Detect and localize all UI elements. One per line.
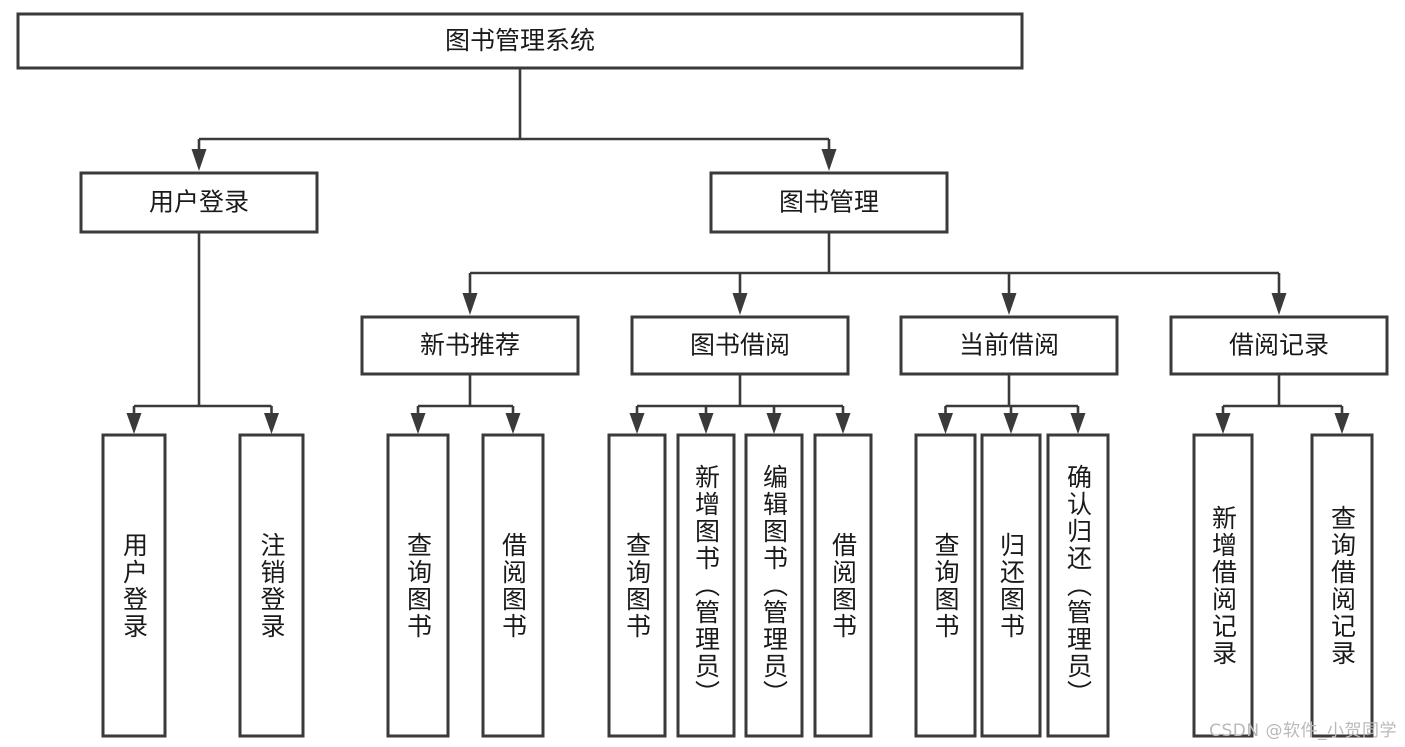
node-leaf-label-11: 新增借阅记录 [1208, 504, 1238, 667]
node-leaf-确认归还（管理员）-10[interactable] [1046, 433, 1110, 738]
node-level2-label-1: 图书管理 [779, 188, 879, 217]
node-leaf-label-4: 查询图书 [622, 531, 652, 640]
node-leaf-查询图书-2[interactable] [386, 433, 450, 738]
node-leaf-label-8: 查询图书 [931, 531, 960, 640]
node-leaf-新增借阅记录-11[interactable] [1192, 433, 1254, 738]
arrow-head-icon [264, 413, 279, 434]
node-level3-新书推荐[interactable] [360, 315, 580, 376]
node-leaf-label-2: 查询图书 [403, 531, 433, 640]
node-leaf-label-6: 编辑图书（管理员） [759, 464, 789, 707]
arrow-head-icon [698, 413, 714, 434]
node-leaf-借阅图书-7[interactable] [813, 433, 873, 738]
node-level2-图书管理[interactable] [709, 171, 949, 234]
arrow-head-icon [126, 413, 142, 434]
node-leaf-用户登录-0[interactable] [101, 433, 167, 738]
node-level3-借阅记录[interactable] [1169, 315, 1389, 376]
node-level3-label-1: 图书借阅 [690, 331, 790, 360]
node-level3-图书借阅[interactable] [630, 315, 850, 376]
node-level2-label-0: 用户登录 [149, 188, 249, 217]
node-leaf-label-3: 借阅图书 [498, 531, 528, 640]
arrow-head-icon [191, 149, 207, 171]
arrow-head-icon [1003, 413, 1019, 434]
csdn-watermark: CSDN @软件_小贺同学 [1209, 721, 1397, 741]
node-leaf-查询图书-4[interactable] [607, 433, 667, 738]
node-leaf-编辑图书（管理员）-6[interactable] [744, 433, 804, 738]
node-leaf-查询借阅记录-12[interactable] [1310, 433, 1374, 738]
node-root-label: 图书管理系统 [445, 26, 595, 55]
node-leaf-借阅图书-3[interactable] [481, 433, 545, 738]
node-leaf-label-10: 确认归还（管理员） [1063, 464, 1093, 707]
arrow-head-icon [938, 413, 953, 434]
node-leaf-label-12: 查询借阅记录 [1327, 504, 1357, 667]
arrow-head-icon [1271, 293, 1287, 315]
arrow-head-icon [462, 293, 478, 315]
node-level3-当前借阅[interactable] [899, 315, 1119, 376]
node-level3-label-2: 当前借阅 [959, 331, 1059, 360]
arrow-head-icon [1215, 413, 1231, 434]
arrow-head-icon [1334, 413, 1350, 434]
arrow-head-icon [821, 149, 837, 171]
node-leaf-归还图书-9[interactable] [980, 433, 1042, 738]
arrow-head-icon [1001, 293, 1017, 315]
node-leaf-新增图书（管理员）-5[interactable] [676, 433, 736, 738]
arrow-head-icon [766, 413, 782, 434]
arrow-head-icon [835, 413, 851, 434]
connector-layer [126, 68, 1350, 434]
node-root-图书管理系统[interactable] [16, 12, 1024, 70]
arrow-head-icon [732, 293, 748, 315]
node-leaf-label-1: 注销登录 [257, 531, 286, 640]
arrow-head-icon [410, 413, 426, 434]
node-leaf-label-0: 用户登录 [119, 531, 149, 640]
node-level3-label-0: 新书推荐 [420, 331, 520, 360]
node-level3-label-3: 借阅记录 [1229, 331, 1329, 360]
arrow-head-icon [505, 413, 521, 434]
node-leaf-label-7: 借阅图书 [828, 531, 858, 640]
node-leaf-查询图书-8[interactable] [914, 433, 977, 738]
arrow-head-icon [629, 413, 645, 434]
node-leaf-label-9: 归还图书 [996, 531, 1026, 640]
node-leaf-label-5: 新增图书（管理员） [691, 464, 721, 707]
node-leaf-注销登录-1[interactable] [238, 433, 305, 738]
arrow-head-icon [1070, 413, 1086, 434]
node-level2-用户登录[interactable] [79, 171, 319, 234]
box-layer [16, 12, 1389, 738]
